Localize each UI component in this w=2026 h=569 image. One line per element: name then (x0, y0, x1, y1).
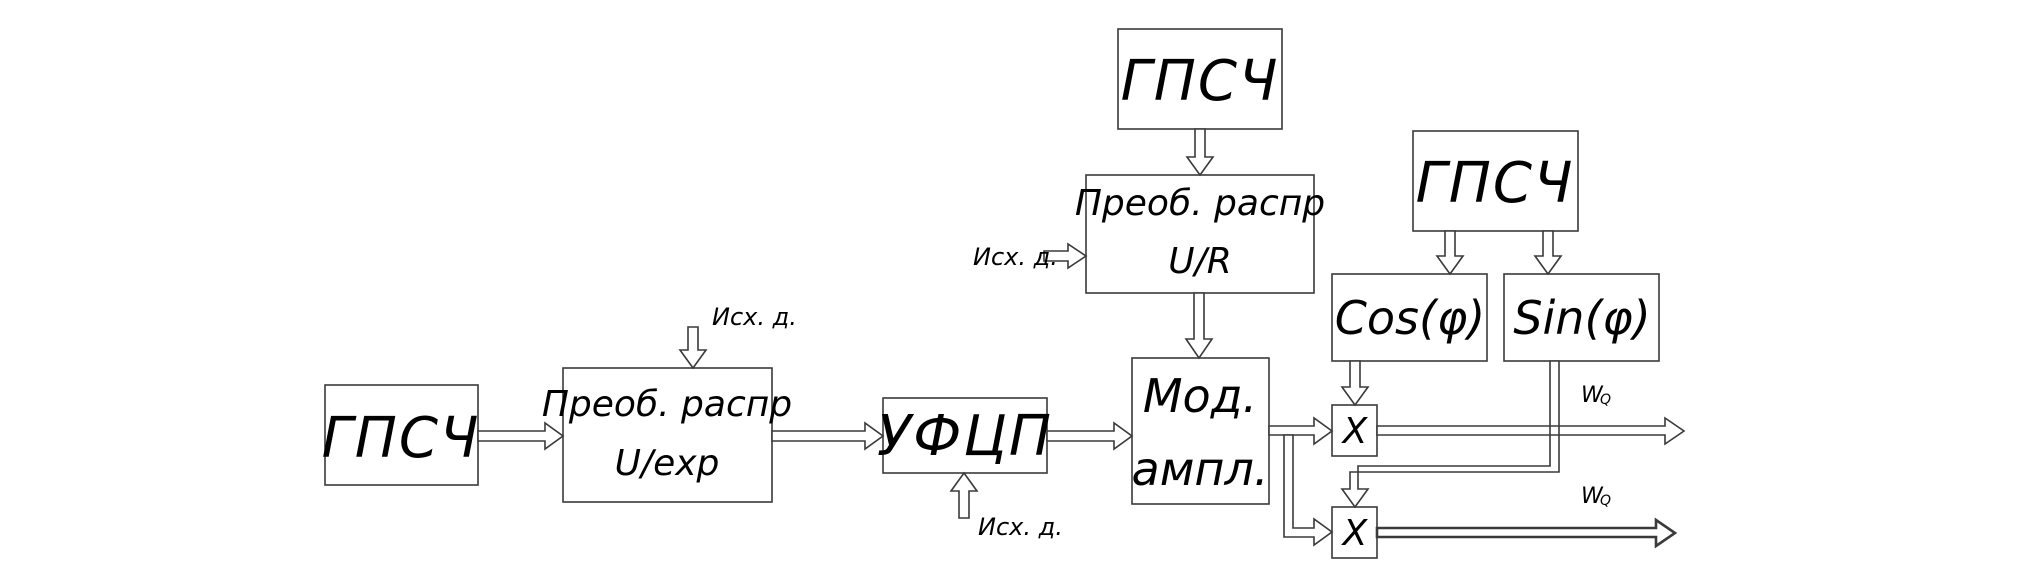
label-output-1-main: W (1581, 383, 1604, 408)
arrow-cos-to-mult1 (1340, 360, 1370, 407)
label-output-2-sub: Q (1600, 493, 1611, 509)
block-sin-label: Sin(φ) (1513, 291, 1650, 345)
block-ufcp-frame (882, 397, 1048, 474)
block-conv-exp-line2: U/exp (615, 443, 720, 484)
block-sin: Sin(φ) (1503, 273, 1660, 362)
arrow-input-to-ufcp (949, 471, 979, 519)
block-mult1-label: X (1341, 411, 1369, 452)
block-rng-main: ГПСЧ (322, 384, 481, 486)
label-output-2-main: W (1581, 484, 1604, 509)
block-mult2-label: X (1341, 513, 1369, 554)
label-input-ufcp: Исх. д. (978, 513, 1063, 541)
block-mult2: X (1331, 506, 1378, 559)
block-rng-amp-label: ГПСЧ (1121, 49, 1280, 114)
block-rng-amp-frame (1117, 28, 1283, 130)
block-mod: Мод. ампл. (1131, 357, 1270, 505)
block-cos: Cos(φ) (1331, 273, 1488, 362)
block-cos-frame (1331, 273, 1488, 362)
block-mult1: X (1331, 404, 1378, 457)
arrow-mod-to-mult2 (1283, 434, 1334, 547)
block-rng-phase: ГПСЧ (1412, 130, 1579, 232)
block-conv-r-line1: Преоб. распр (1075, 183, 1325, 224)
block-rng-phase-label: ГПСЧ (1416, 151, 1575, 216)
arrow-rng-phase-to-cos (1435, 230, 1465, 276)
block-rng-amp: ГПСЧ (1117, 28, 1283, 130)
block-conv-r-line2: U/R (1168, 241, 1232, 282)
block-rng-main-frame (324, 384, 479, 486)
arrow-mult1-to-output (1376, 416, 1686, 446)
arrow-mult2-to-output (1375, 517, 1678, 549)
arrow-rng-to-conv-exp (477, 421, 565, 451)
arrow-sin-to-mult2 (1340, 360, 1560, 509)
block-ufcp: УФЦП (877, 397, 1053, 474)
block-conv-exp-frame (562, 367, 773, 503)
label-input-conv-exp: Исх. д. (712, 303, 797, 331)
arrow-mod-to-mult1 (1268, 416, 1334, 446)
arrow-input-to-conv-exp (678, 326, 708, 370)
arrow-conv-r-to-mod (1184, 292, 1214, 360)
block-mod-frame (1131, 357, 1270, 505)
arrow-rng-amp-to-conv-r (1185, 128, 1215, 177)
arrow-conv-exp-to-ufcp (771, 421, 885, 451)
block-cos-label: Cos(φ) (1335, 291, 1485, 345)
arrow-ufcp-to-mod (1046, 421, 1134, 451)
block-mod-line1: Мод. (1143, 369, 1257, 423)
block-rng-phase-frame (1412, 130, 1579, 232)
block-conv-r-frame (1085, 174, 1315, 294)
block-conv-exp-line1: Преоб. распр (542, 384, 792, 425)
arrow-input-to-conv-r (1043, 242, 1088, 270)
block-rng-main-label: ГПСЧ (322, 406, 481, 471)
block-sin-frame (1503, 273, 1660, 362)
arrow-rng-phase-to-sin (1533, 230, 1563, 276)
block-conv-exp: Преоб. распр U/exp (542, 367, 792, 503)
label-output-1: W Q (1581, 383, 1611, 408)
label-output-2: W Q (1581, 484, 1611, 509)
block-conv-r: Преоб. распр U/R (1075, 174, 1325, 294)
block-ufcp-label: УФЦП (877, 404, 1053, 469)
label-input-conv-r: Исх. д. (973, 243, 1058, 271)
block-mod-line2: ампл. (1132, 442, 1269, 496)
label-output-1-sub: Q (1600, 392, 1611, 408)
